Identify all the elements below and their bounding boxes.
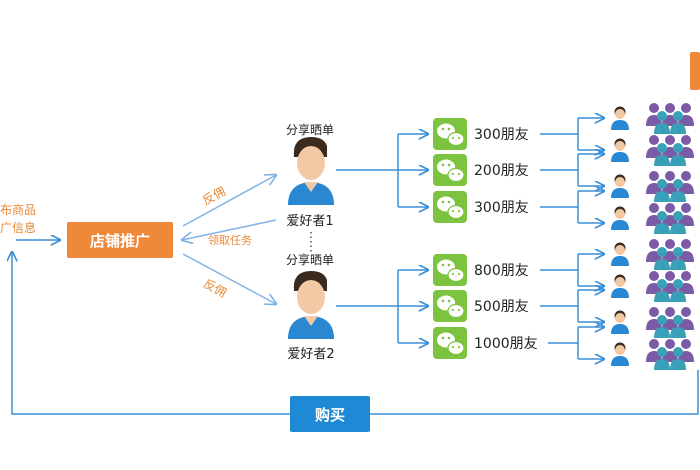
label-receive-task: 领取任务: [208, 234, 252, 247]
wechat-group-5-label: 500朋友: [474, 299, 529, 315]
wechat-group-4-label: 800朋友: [474, 263, 529, 279]
people-row-8: [611, 339, 694, 370]
person-icon: [611, 138, 629, 162]
wechat-icon: [433, 254, 467, 286]
enthusiast-1-avatar-icon: [288, 137, 334, 205]
left-text-line2: 广信息: [0, 220, 36, 235]
enthusiast-1-name: 爱好者1: [286, 214, 333, 229]
wechat-icon: [433, 290, 467, 322]
enthusiast-2-caption: 分享晒单: [286, 252, 334, 267]
wechat-group-1-label: 300朋友: [474, 127, 529, 143]
person-icon: [611, 274, 629, 298]
wechat-group-6: 1000朋友: [433, 327, 538, 359]
arrow-rebate-top: [182, 175, 276, 227]
wechat-group-3-label: 300朋友: [474, 200, 529, 216]
branch-lines-bottom: [336, 270, 428, 343]
wechat-group-3: 300朋友: [433, 191, 529, 223]
person-icon: [611, 206, 629, 230]
people-row-4: [611, 203, 694, 234]
wechat-icon: [433, 154, 467, 186]
enthusiast-2: 分享晒单 爱好者2: [286, 252, 335, 362]
person-icon: [611, 106, 629, 130]
purchase-loop-line: [12, 252, 699, 415]
purchase-button[interactable]: 购买: [290, 396, 370, 432]
people-row-2: [611, 135, 694, 166]
purchase-label: 购买: [315, 406, 345, 424]
person-icon: [611, 310, 629, 334]
wechat-group-4: 800朋友: [433, 254, 529, 286]
people-row-3: [611, 171, 694, 202]
people-row-7: [611, 307, 694, 338]
label-rebate-bottom: 反佣: [201, 276, 229, 300]
arrow-receive-task: [182, 219, 277, 240]
people-row-5: [611, 239, 694, 270]
enthusiast-1: 分享晒单 爱好者1: [286, 122, 334, 229]
store-promotion-label: 店铺推广: [90, 232, 150, 250]
store-promotion-box: 店铺推广: [67, 222, 173, 258]
fan-out-lines: [540, 118, 604, 359]
enthusiast-2-avatar-icon: [288, 271, 334, 339]
person-icon: [611, 342, 629, 366]
branch-lines-top: [336, 134, 428, 207]
person-icon: [611, 174, 629, 198]
arrow-rebate-bottom: [182, 253, 276, 304]
enthusiast-1-caption: 分享晒单: [286, 122, 334, 137]
wechat-group-6-label: 1000朋友: [474, 336, 538, 352]
wechat-group-2-label: 200朋友: [474, 163, 529, 179]
enthusiast-2-name: 爱好者2: [287, 347, 334, 362]
right-edge-box: [690, 52, 700, 90]
wechat-icon: [433, 118, 467, 150]
left-text-line1: 布商品: [0, 202, 36, 217]
wechat-icon: [433, 191, 467, 223]
wechat-icon: [433, 327, 467, 359]
wechat-group-2: 200朋友: [433, 154, 529, 186]
people-row-1: [611, 103, 694, 134]
wechat-group-1: 300朋友: [433, 118, 529, 150]
people-row-6: [611, 271, 694, 302]
person-icon: [611, 242, 629, 266]
wechat-group-5: 500朋友: [433, 290, 529, 322]
